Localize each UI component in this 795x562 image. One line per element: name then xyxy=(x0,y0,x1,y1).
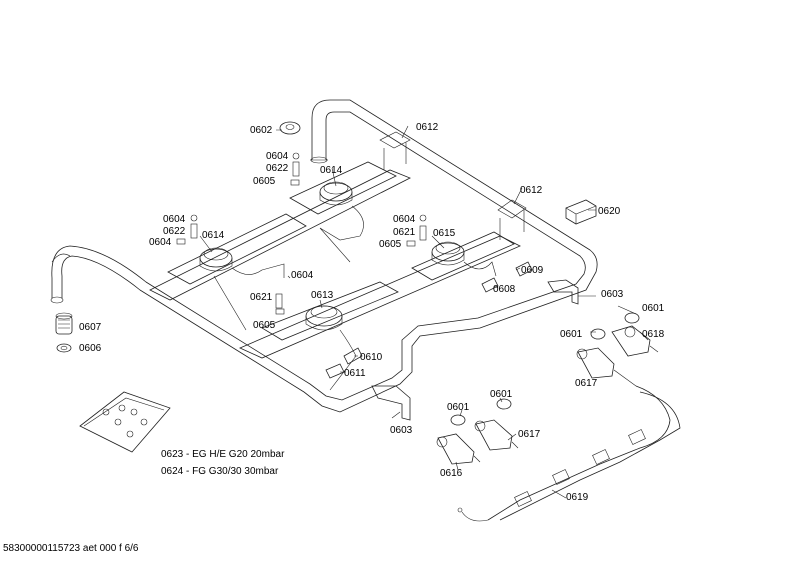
label-0614-a: 0614 xyxy=(320,165,343,176)
label-0601-c: 0601 xyxy=(490,389,513,400)
label-0620: 0620 xyxy=(598,206,621,217)
label-0604-d: 0604 xyxy=(393,214,416,225)
valve-0617-right xyxy=(576,347,637,387)
valve-0617-left xyxy=(474,419,519,451)
thermocouple-parts xyxy=(176,152,427,315)
label-0611: 0611 xyxy=(344,368,366,379)
note-0624: 0624 - FG G30/30 30mbar xyxy=(161,466,279,477)
label-0609: 0609 xyxy=(521,265,544,276)
label-0622-b: 0622 xyxy=(163,226,186,237)
label-0612-a: 0612 xyxy=(416,122,439,133)
document-footer-id: 58300000115723 aet 000 f 6/6 xyxy=(3,543,139,554)
seal-0606 xyxy=(56,343,72,353)
nozzle-bag xyxy=(79,391,171,453)
label-0601-d: 0601 xyxy=(447,402,470,413)
nut-0602 xyxy=(279,121,301,135)
gas-pipe-frame xyxy=(50,99,598,413)
label-0601-a: 0601 xyxy=(642,303,665,314)
burner-0613 xyxy=(305,305,343,331)
label-0603-a: 0603 xyxy=(601,289,624,300)
distributor-rails xyxy=(149,131,527,359)
label-0605-a: 0605 xyxy=(253,176,276,187)
label-0622-a: 0622 xyxy=(266,163,289,174)
label-0621-a: 0621 xyxy=(393,227,416,238)
label-0616: 0616 xyxy=(440,468,463,479)
label-0608: 0608 xyxy=(493,284,516,295)
label-0603-b: 0603 xyxy=(390,425,413,436)
label-0619: 0619 xyxy=(566,492,589,503)
ignition-harness-0619 xyxy=(457,385,681,522)
burner-0615 xyxy=(431,241,465,266)
label-0610: 0610 xyxy=(360,352,383,363)
burner-0614-left xyxy=(199,247,233,272)
label-0612-b: 0612 xyxy=(520,185,543,196)
valve-0616 xyxy=(436,433,481,465)
label-0617-b: 0617 xyxy=(518,429,541,440)
label-0604-b: 0604 xyxy=(163,214,186,225)
leader-lines xyxy=(199,125,649,499)
label-0615: 0615 xyxy=(433,228,456,239)
label-0606: 0606 xyxy=(79,343,102,354)
valve-0618 xyxy=(611,325,659,357)
burner-0614-top xyxy=(319,181,353,206)
label-0614-b: 0614 xyxy=(202,230,225,241)
injector-block-0620 xyxy=(565,199,597,225)
label-0613: 0613 xyxy=(311,290,334,301)
label-0605-c: 0605 xyxy=(253,320,276,331)
label-0604-c: 0604 xyxy=(149,237,172,248)
label-0604-e: 0604 xyxy=(291,270,314,281)
label-0605-b: 0605 xyxy=(379,239,402,250)
label-0604-a: 0604 xyxy=(266,151,289,162)
label-0621-b: 0621 xyxy=(250,292,273,303)
bracket-0603-left xyxy=(371,385,411,421)
label-0601-b: 0601 xyxy=(560,329,583,340)
bracket-0603-right xyxy=(547,279,579,305)
label-0618: 0618 xyxy=(642,329,665,340)
label-0607: 0607 xyxy=(79,322,102,333)
label-0602: 0602 xyxy=(250,125,273,136)
nozzles xyxy=(325,261,533,379)
note-0623: 0623 - EG H/E G20 20mbar xyxy=(161,449,285,460)
fitting-0607 xyxy=(55,312,73,335)
label-0617-a: 0617 xyxy=(575,378,598,389)
seals-0601 xyxy=(450,312,640,426)
